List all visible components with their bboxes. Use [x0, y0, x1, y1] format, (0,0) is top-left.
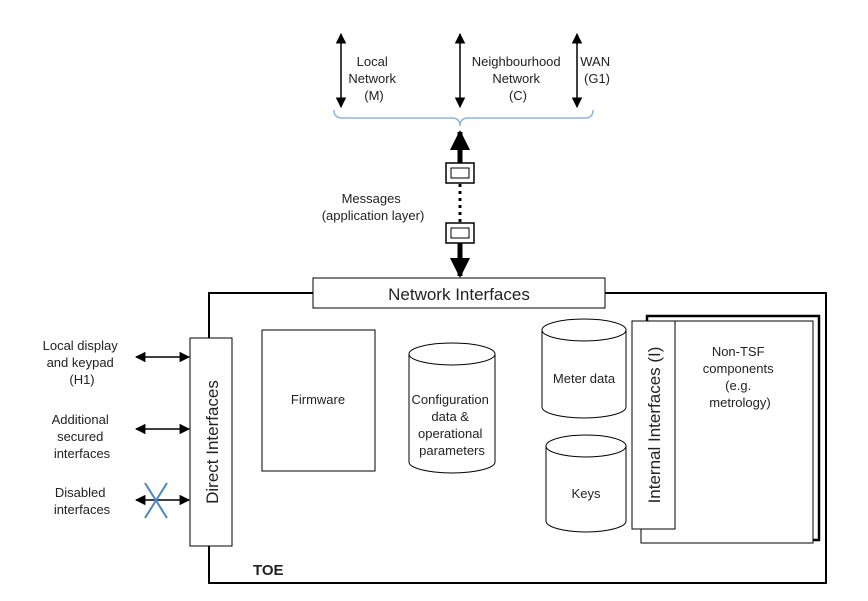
local-network-label: Local Network (M): [348, 54, 399, 103]
direct-interfaces-label: Direct Interfaces: [203, 380, 222, 504]
meter-data-cylinder: [541, 318, 627, 419]
firmware-box: [261, 329, 376, 472]
network-interfaces-label: Network Interfaces: [388, 285, 530, 304]
disabled-cross-line-b: [144, 482, 168, 519]
configuration-label: Configuration data & operational paramet…: [412, 392, 493, 458]
local-display-label: Local display and keypad (H1): [43, 338, 122, 387]
keys-cylinder: [545, 434, 627, 533]
wan-label: WAN (G1): [580, 54, 613, 86]
non-tsf-label: Non-TSF components (e.g. metrology): [703, 344, 777, 410]
internal-interfaces-label: Internal Interfaces (I): [645, 347, 664, 504]
firmware-label: Firmware: [291, 392, 345, 407]
message-packet-bottom: [445, 222, 475, 244]
disabled-interfaces-label: Disabled interfaces: [54, 485, 111, 517]
additional-interfaces-label: Additional secured interfaces: [52, 412, 113, 461]
keys-label: Keys: [572, 486, 601, 501]
message-packet-top: [445, 162, 475, 184]
meter-data-label: Meter data: [553, 371, 616, 386]
network-bracket: [333, 109, 594, 127]
network-interfaces-box: [312, 277, 606, 309]
messages-label: Messages (application layer): [322, 191, 425, 223]
toe-label: TOE: [253, 562, 284, 579]
neighbourhood-network-label: Neighbourhood Network (C): [472, 54, 565, 103]
internal-interfaces-box: [631, 320, 676, 530]
direct-interfaces-box: [189, 337, 233, 547]
configuration-cylinder: [408, 342, 496, 474]
